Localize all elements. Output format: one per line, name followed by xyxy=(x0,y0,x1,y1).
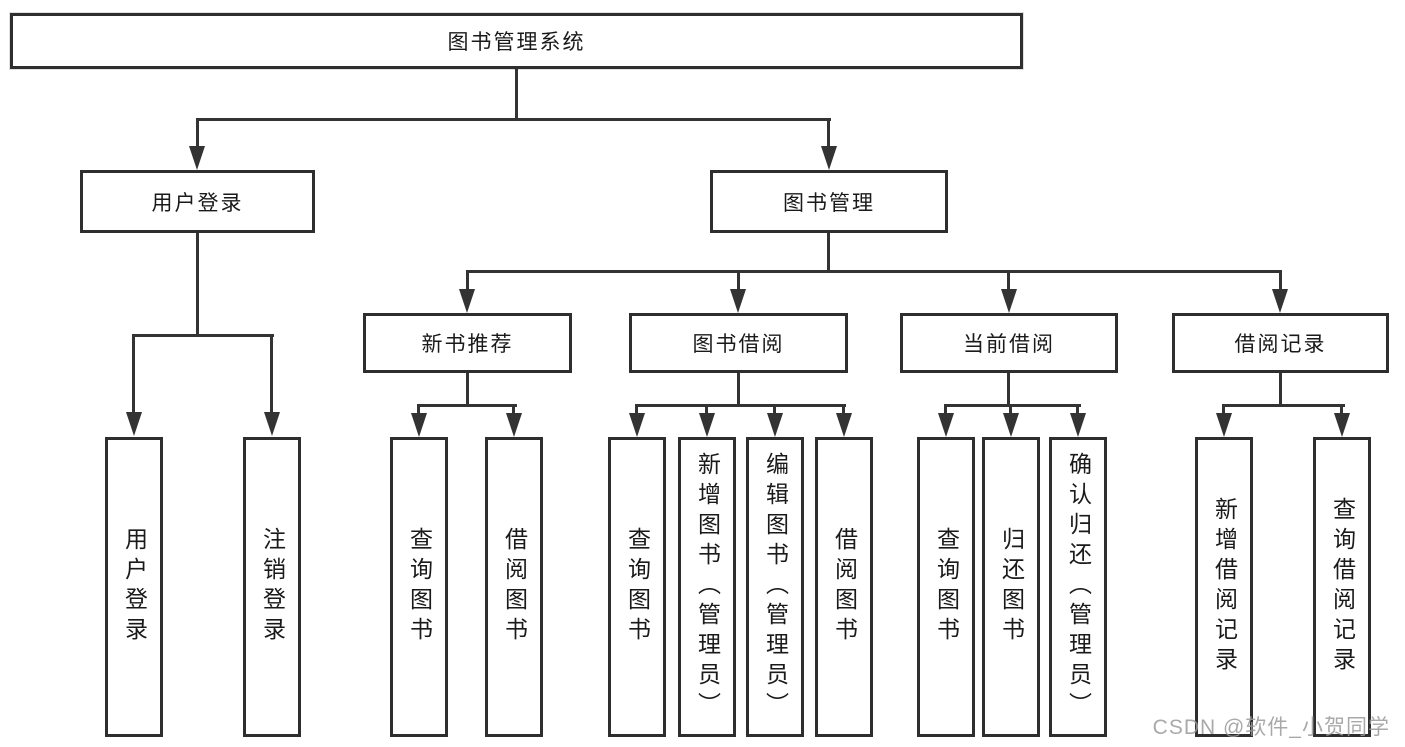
node-borrowing-records: 借阅记录 xyxy=(1172,313,1389,373)
node-user-login: 用户登录 xyxy=(80,170,315,233)
leaf-edit-books-admin: 编辑图书（管理员） xyxy=(746,437,804,737)
leaf-label: 借阅图书 xyxy=(501,527,528,647)
connector-line xyxy=(515,69,518,118)
leaf-logout: 注销登录 xyxy=(243,437,301,737)
leaf-label: 查询图书 xyxy=(933,527,960,647)
connector-line xyxy=(773,406,776,415)
leaf-query-borrow-record: 查询借阅记录 xyxy=(1313,437,1371,737)
arrow-down-icon xyxy=(821,146,837,170)
leaf-label: 新增借阅记录 xyxy=(1211,497,1238,677)
leaf-label: 确认归还（管理员） xyxy=(1065,452,1092,722)
arrow-down-icon xyxy=(126,412,142,436)
connector-line xyxy=(827,121,830,148)
connector-line xyxy=(512,406,515,415)
leaf-label: 查询图书 xyxy=(624,527,651,647)
arrow-down-icon xyxy=(411,413,427,437)
leaf-user-login: 用户登录 xyxy=(105,437,163,737)
arrow-down-icon xyxy=(730,289,746,313)
leaf-label: 查询借阅记录 xyxy=(1329,497,1356,677)
arrow-down-icon xyxy=(1272,289,1288,313)
connector-line xyxy=(270,336,273,414)
connector-line xyxy=(417,406,420,415)
connector-line xyxy=(1007,273,1010,290)
arrow-down-icon xyxy=(1070,413,1086,437)
leaf-label: 用户登录 xyxy=(121,527,148,647)
connector-line xyxy=(842,406,845,415)
leaf-borrow-books-recommend: 借阅图书 xyxy=(485,437,543,737)
leaf-add-books-admin: 新增图书（管理员） xyxy=(678,437,736,737)
arrow-down-icon xyxy=(629,413,645,437)
node-book-borrowing: 图书借阅 xyxy=(629,313,848,373)
node-book-management: 图书管理 xyxy=(710,170,948,233)
leaf-label: 归还图书 xyxy=(998,527,1025,647)
connector-line xyxy=(1009,406,1012,415)
node-current-borrowing: 当前借阅 xyxy=(900,313,1118,373)
connector-line xyxy=(466,373,469,406)
connector-line xyxy=(1279,373,1282,406)
arrow-down-icon xyxy=(264,412,280,436)
leaf-query-books-borrow: 查询图书 xyxy=(608,437,666,737)
leaf-label: 注销登录 xyxy=(259,527,286,647)
arrow-down-icon xyxy=(767,413,783,437)
arrow-down-icon xyxy=(1001,289,1017,313)
connector-line xyxy=(466,270,1282,273)
arrow-down-icon xyxy=(189,146,205,170)
leaf-borrow-books: 借阅图书 xyxy=(815,437,873,737)
arrow-down-icon xyxy=(938,413,954,437)
arrow-down-icon xyxy=(1216,413,1232,437)
leaf-label: 查询图书 xyxy=(406,527,433,647)
arrow-down-icon xyxy=(836,413,852,437)
connector-line xyxy=(635,406,638,415)
connector-line xyxy=(1279,273,1282,290)
connector-line xyxy=(705,406,708,415)
connector-line xyxy=(1340,406,1343,415)
connector-line xyxy=(132,334,274,337)
connector-line xyxy=(737,373,740,406)
leaf-label: 新增图书（管理员） xyxy=(694,452,721,722)
leaf-label: 借阅图书 xyxy=(831,527,858,647)
connector-line xyxy=(417,404,517,407)
connector-line xyxy=(466,273,469,290)
watermark: CSDN @软件_小贺同学 xyxy=(1152,716,1390,739)
connector-line xyxy=(1222,404,1345,407)
arrow-down-icon xyxy=(699,413,715,437)
connector-line xyxy=(196,118,831,121)
leaf-add-borrow-record: 新增借阅记录 xyxy=(1195,437,1253,737)
connector-line xyxy=(827,233,830,272)
arrow-down-icon xyxy=(1334,413,1350,437)
arrow-down-icon xyxy=(1003,413,1019,437)
connector-line xyxy=(1076,406,1079,415)
leaf-return-books: 归还图书 xyxy=(982,437,1040,737)
arrow-down-icon xyxy=(506,413,522,437)
connector-line xyxy=(944,404,1081,407)
connector-line xyxy=(132,336,135,414)
arrow-down-icon xyxy=(459,289,475,313)
leaf-query-books-current: 查询图书 xyxy=(917,437,975,737)
connector-line xyxy=(196,233,199,336)
leaf-confirm-return-admin: 确认归还（管理员） xyxy=(1049,437,1107,737)
connector-line xyxy=(635,404,846,407)
node-root: 图书管理系统 xyxy=(10,13,1023,69)
connector-line xyxy=(944,406,947,415)
leaf-query-books-recommend: 查询图书 xyxy=(390,437,448,737)
leaf-label: 编辑图书（管理员） xyxy=(762,452,789,722)
connector-line xyxy=(196,121,199,148)
node-new-book-recommend: 新书推荐 xyxy=(363,313,572,373)
connector-line xyxy=(1222,406,1225,415)
connector-line xyxy=(1007,373,1010,406)
connector-line xyxy=(737,273,740,290)
